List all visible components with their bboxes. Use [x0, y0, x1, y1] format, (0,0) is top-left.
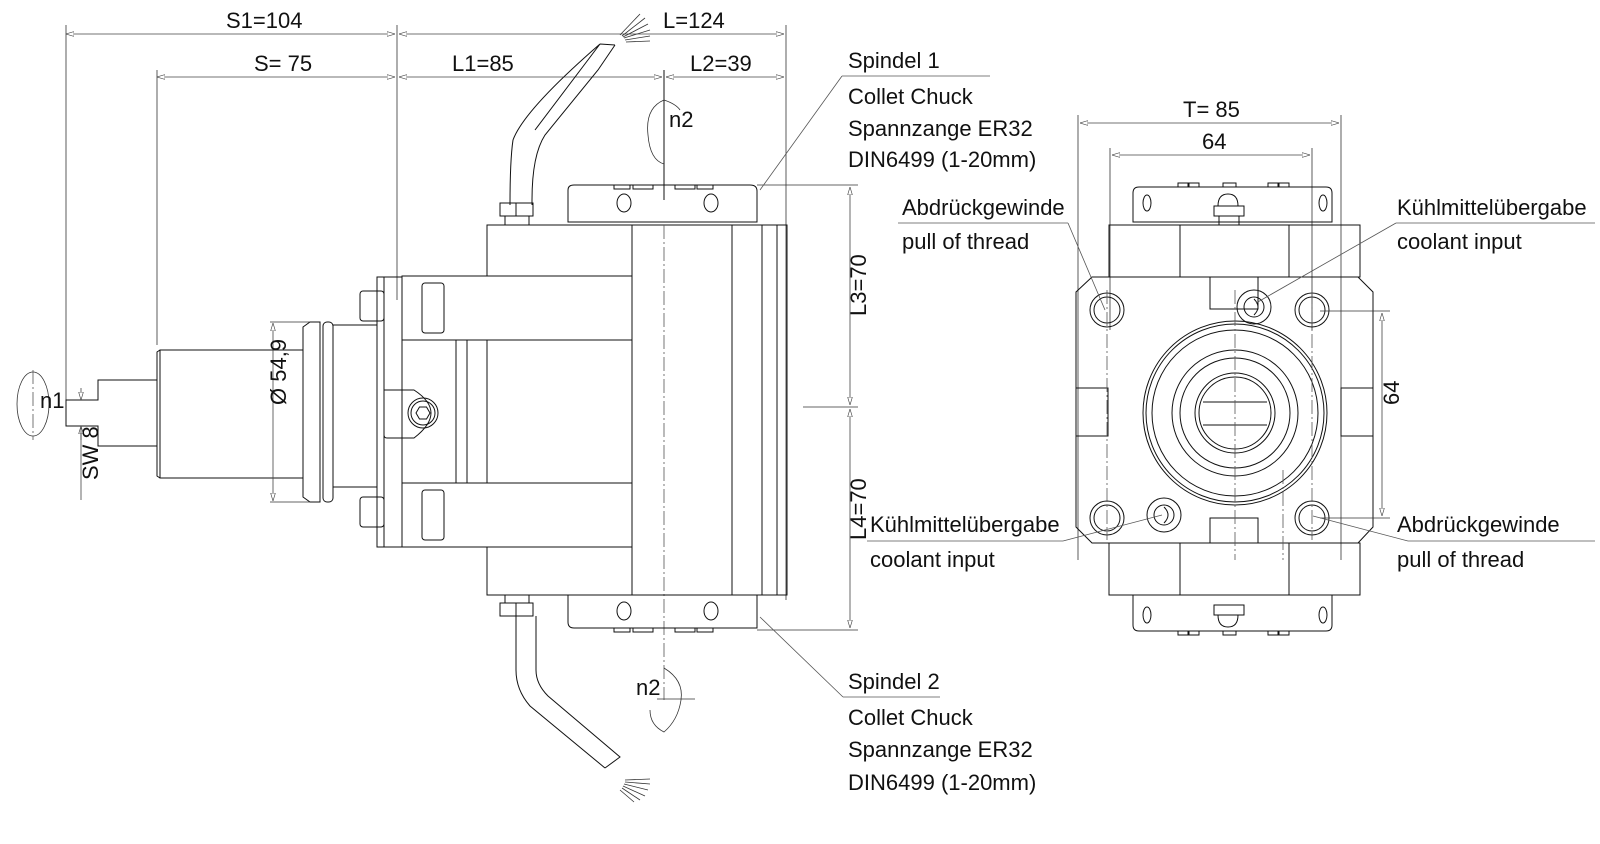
front-lower-block	[1108, 542, 1361, 596]
mounting-plate-edge	[376, 276, 385, 548]
adapter-collar	[332, 324, 378, 488]
shank-body	[159, 349, 304, 479]
label-n2-bottom: n2	[636, 675, 660, 700]
wire-strands-top-icon	[619, 13, 651, 43]
fitting-dome	[1217, 193, 1239, 207]
flange-hole	[616, 601, 632, 621]
leader-pull-thread-left	[1067, 222, 1106, 311]
dim-l2: L2=39	[690, 51, 752, 76]
o-ring	[322, 321, 334, 503]
dim-l: L=124	[663, 8, 725, 33]
dim-64-width: 64	[1202, 129, 1226, 154]
dim-s: S= 75	[254, 51, 312, 76]
callout-pull-thread-left-de: Abdrückgewinde	[902, 195, 1065, 220]
front-view: T= 85 64	[867, 97, 1595, 636]
callout-coolant-right-de: Kühlmittelübergabe	[1397, 195, 1587, 220]
leader-coolant-left	[1062, 514, 1163, 542]
callout-pull-thread-right-en: pull of thread	[1397, 547, 1524, 572]
flange-hole	[1318, 606, 1328, 624]
bolt-head	[359, 290, 385, 322]
rotation-arrow-n2-bottom-icon	[649, 667, 682, 733]
arm-pad	[421, 282, 445, 334]
front-upper-block	[1108, 224, 1361, 278]
top-notch	[1209, 276, 1259, 310]
mounting-plate	[383, 276, 403, 548]
coolant-port-bottom	[1146, 497, 1182, 533]
spindle2-flange	[567, 594, 758, 629]
label-n2-top: n2	[669, 107, 693, 132]
dim-l1: L1=85	[452, 51, 514, 76]
label-n1: n1	[40, 388, 64, 413]
leader-spindel1	[759, 75, 843, 191]
dim-l3: L3=70	[846, 254, 871, 316]
coolant-hose-bottom	[515, 616, 621, 769]
clamp-lug	[383, 389, 432, 439]
leader-spindel2	[759, 616, 844, 698]
rotation-arrow-tip	[663, 99, 681, 111]
fitting-dome	[1217, 614, 1239, 628]
dim-l4: L4=70	[846, 478, 871, 540]
dim-s1: S1=104	[226, 8, 302, 33]
front-flange-slots-bottom	[1177, 630, 1290, 636]
upper-arm	[401, 275, 633, 341]
side-notch-left	[1075, 387, 1109, 437]
front-bottom-flange	[1132, 594, 1333, 632]
flange-hole	[703, 193, 719, 213]
rotation-arrow-n2-top-icon	[647, 99, 665, 165]
callout-spindel1-title: Spindel 1	[848, 48, 940, 73]
flange-hole	[1142, 606, 1152, 624]
front-top-flange	[1132, 186, 1333, 223]
flange-hole	[1142, 194, 1152, 212]
flange-hole	[703, 601, 719, 621]
dim-t: T= 85	[1183, 97, 1240, 122]
front-fitting-top	[1213, 205, 1245, 217]
flange-hole	[1318, 194, 1328, 212]
callout-spindel2-line: Collet Chuck	[848, 705, 974, 730]
front-flange-slots-top	[1177, 182, 1290, 188]
flange-slots-top	[613, 184, 714, 190]
callout-spindel1-line: DIN6499 (1-20mm)	[848, 147, 1036, 172]
front-main-plate	[1075, 276, 1374, 544]
dim-64-height: 64	[1379, 381, 1404, 405]
wire-strands-bottom-icon	[619, 778, 651, 803]
coolant-port-top	[1236, 289, 1272, 325]
hex-socket-icon	[415, 406, 431, 420]
side-view: S1=104 L=124 S= 75 L1=85 L2=39 n2	[16, 8, 1036, 803]
side-notch-right	[1340, 387, 1374, 437]
callout-spindel1-line: Spannzange ER32	[848, 116, 1033, 141]
drive-square	[65, 379, 157, 447]
coolant-hose-top	[509, 43, 616, 206]
dim-sw: SW 8	[78, 426, 103, 480]
dim-diameter: Ø 54,9	[266, 339, 291, 405]
callout-spindel2-line: Spannzange ER32	[848, 737, 1033, 762]
callout-coolant-right-en: coolant input	[1397, 229, 1522, 254]
leader-coolant-right	[1255, 222, 1397, 304]
callout-pull-thread-left-en: pull of thread	[902, 229, 1029, 254]
leader-pull-thread-right	[1312, 515, 1409, 542]
spindle1-flange	[567, 184, 758, 223]
lower-arm	[401, 482, 633, 548]
bolt-head	[359, 496, 385, 528]
adapter-ring	[302, 321, 321, 503]
front-fitting-bottom	[1213, 604, 1245, 616]
callout-pull-thread-right-de: Abdrückgewinde	[1397, 512, 1560, 537]
shank-chamfer	[156, 349, 161, 479]
callout-spindel2-title: Spindel 2	[848, 669, 940, 694]
screw-head	[407, 397, 439, 429]
flange-hole	[616, 193, 632, 213]
callout-spindel2-line: DIN6499 (1-20mm)	[848, 770, 1036, 795]
callout-coolant-left-en: coolant input	[870, 547, 995, 572]
arm-pad	[421, 489, 445, 541]
screw-ring	[410, 400, 436, 426]
bottom-notch	[1209, 517, 1259, 544]
callout-coolant-left-de: Kühlmittelübergabe	[870, 512, 1060, 537]
flange-slots-bottom	[613, 627, 714, 633]
callout-spindel1-line: Collet Chuck	[848, 84, 974, 109]
